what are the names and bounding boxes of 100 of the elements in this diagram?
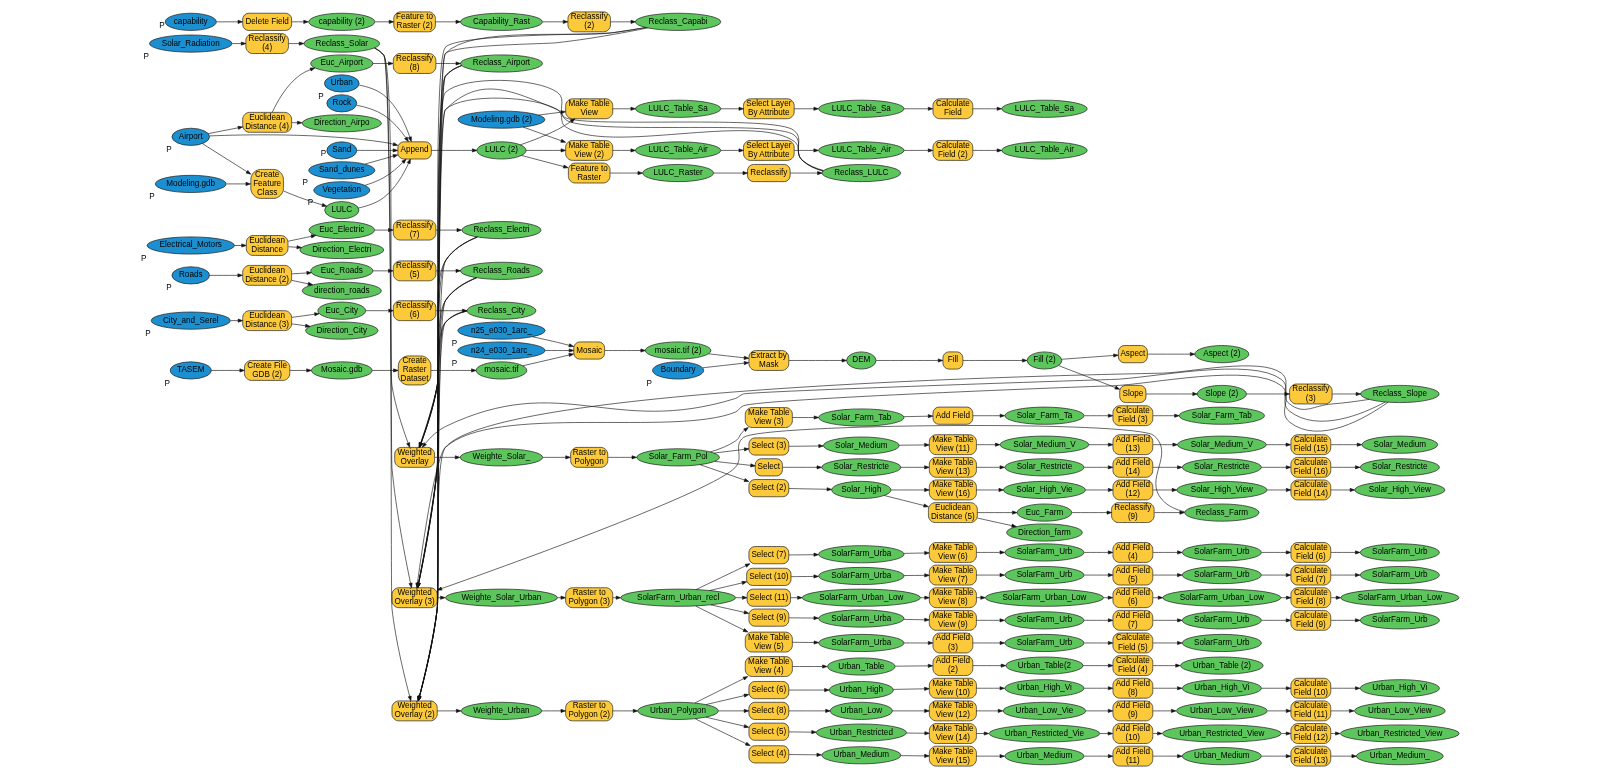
- node-ellipse: SolarFarm_Urb: [1181, 611, 1262, 630]
- node-box: Select (4): [748, 745, 790, 764]
- node-ellipse: Solar_Medium_V: [1177, 435, 1267, 454]
- node-box: Weighted Overlay (3): [391, 587, 438, 608]
- arrow: [1085, 709, 1114, 713]
- node-box: Make Table View (16): [929, 479, 977, 501]
- node-box: Create File GDB (2): [244, 360, 291, 381]
- arrow: [903, 551, 930, 555]
- node-ellipse: n24_e030_1arc_: [457, 341, 546, 360]
- node-ellipse: Slope (2): [1196, 385, 1247, 403]
- arrow: [234, 243, 247, 248]
- node-ellipse: Euc_City: [317, 301, 367, 320]
- arrow: [788, 444, 824, 448]
- node-box: Calculate Field (12): [1290, 723, 1332, 744]
- arrow: [714, 461, 756, 468]
- arrow: [1330, 573, 1361, 577]
- arrow: [291, 280, 313, 286]
- arrow: [709, 581, 747, 591]
- node-ellipse: Urban_High_Vi: [1181, 679, 1262, 698]
- arrow: [1152, 641, 1183, 645]
- node-ellipse: Solar_Farm_Ta: [1004, 406, 1085, 425]
- node-box: Reclassify (4): [245, 33, 289, 54]
- arrow: [1261, 618, 1292, 623]
- node-ellipse: Aspect (2): [1194, 345, 1250, 364]
- node-ellipse: Urban_High_Vi: [1004, 679, 1085, 698]
- arrow: [431, 148, 478, 153]
- arrow: [226, 182, 251, 186]
- node-box: Add Field (6): [1112, 587, 1154, 608]
- node-box: Add Field (10): [1112, 723, 1154, 744]
- node-label: P: [143, 51, 149, 61]
- arrow: [713, 447, 750, 454]
- arrow: [374, 19, 394, 24]
- arrow: [1330, 754, 1357, 759]
- arrow: [374, 47, 412, 702]
- node-ellipse: Urban_Medium: [1181, 747, 1262, 766]
- node-box: Reclassify (2): [567, 11, 611, 33]
- node-ellipse: n25_e030_1arc_: [457, 321, 546, 340]
- node-ellipse: Reclass_City: [466, 301, 537, 320]
- arrow: [695, 718, 751, 746]
- arrow: [782, 465, 822, 470]
- arrow: [437, 709, 462, 713]
- node-ellipse: Urban_Table (2): [1180, 656, 1264, 675]
- arrow: [793, 148, 819, 153]
- arrow: [209, 273, 243, 278]
- node-ellipse: SolarFarm_Urba: [818, 609, 905, 628]
- node-ellipse: SolarFarm_Urba: [818, 634, 905, 652]
- node-label: P: [302, 178, 309, 188]
- arrow: [709, 427, 749, 453]
- arrow: [1152, 731, 1163, 736]
- node-box: Add Field (9): [1112, 700, 1154, 722]
- node-box: Calculate Field (2): [932, 140, 974, 161]
- node-ellipse: Urban_Polygon: [637, 701, 719, 720]
- arrow: [793, 106, 819, 111]
- node-box: Select Layer By Attribute: [743, 98, 795, 120]
- arrow: [903, 148, 934, 153]
- node-ellipse: Modeling.gdb: [154, 174, 227, 193]
- node-ellipse: Reclass_Solar: [303, 34, 381, 53]
- node-box: Add Field (5): [1112, 564, 1154, 586]
- arrow: [272, 67, 316, 113]
- node-box: Create Raster Dataset: [397, 355, 432, 386]
- arrow: [417, 27, 646, 702]
- node-label: P: [646, 378, 652, 388]
- arrow: [972, 413, 1005, 418]
- node-box: Reclassify (3): [1289, 383, 1333, 405]
- arrow: [288, 245, 302, 250]
- node-label: P: [141, 253, 147, 263]
- arrow: [903, 573, 930, 578]
- arrow: [1147, 352, 1196, 357]
- arrow: [695, 563, 751, 590]
- arrow: [976, 686, 1005, 691]
- node-ellipse: Solar_Farm_Pol: [636, 448, 720, 467]
- arrow: [422, 368, 1386, 448]
- node-ellipse: SolarFarm_Urb: [1004, 634, 1085, 652]
- node-box: Select (6): [748, 681, 790, 699]
- node-ellipse: Reclass_LULC: [821, 164, 901, 182]
- arrow: [1152, 573, 1183, 577]
- arrow: [419, 65, 462, 448]
- node-ellipse: Urban_Low_View: [1354, 701, 1446, 720]
- node-box: Euclidean Distance (4): [242, 112, 292, 133]
- node-ellipse: Capability_Rast: [460, 12, 543, 31]
- arrow: [976, 442, 1001, 447]
- node-box: Create Feature Class: [250, 169, 284, 199]
- arrow: [1261, 550, 1292, 555]
- node-ellipse: SolarFarm_Urba: [818, 545, 905, 564]
- node-ellipse: Mosaic.gdb: [311, 361, 373, 380]
- node-ellipse: Reclass_Roads: [460, 261, 543, 280]
- arrow: [977, 517, 1017, 528]
- arrow: [434, 455, 461, 460]
- node-box: Make Table View (2): [565, 140, 614, 161]
- arrow: [291, 271, 312, 275]
- arrow: [903, 641, 934, 645]
- arrow: [525, 148, 566, 153]
- arrow: [792, 415, 819, 420]
- node-ellipse: Weighte_Urban: [460, 701, 543, 720]
- arrow: [435, 268, 461, 273]
- node-box: Select (2): [748, 479, 790, 498]
- node-ellipse: Solar_Restricte: [821, 458, 902, 477]
- arrow: [430, 368, 477, 373]
- arrow: [976, 595, 986, 600]
- arrow: [435, 61, 461, 66]
